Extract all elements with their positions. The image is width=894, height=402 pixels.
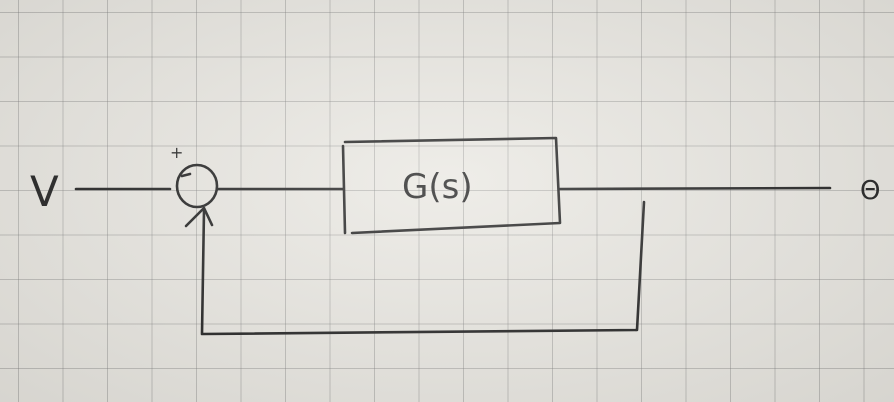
minus-sign — [180, 172, 192, 178]
output-signal-line — [558, 186, 832, 191]
output-label: Θ — [860, 176, 880, 206]
transfer-function-block — [341, 136, 562, 235]
input-label: V — [30, 167, 59, 216]
feedback-path-line — [200, 200, 646, 336]
transfer-function-label: G(s) — [402, 167, 473, 207]
feedback-arrow-head — [184, 206, 214, 228]
summing-junction — [175, 163, 219, 209]
plus-sign: + — [170, 143, 183, 162]
